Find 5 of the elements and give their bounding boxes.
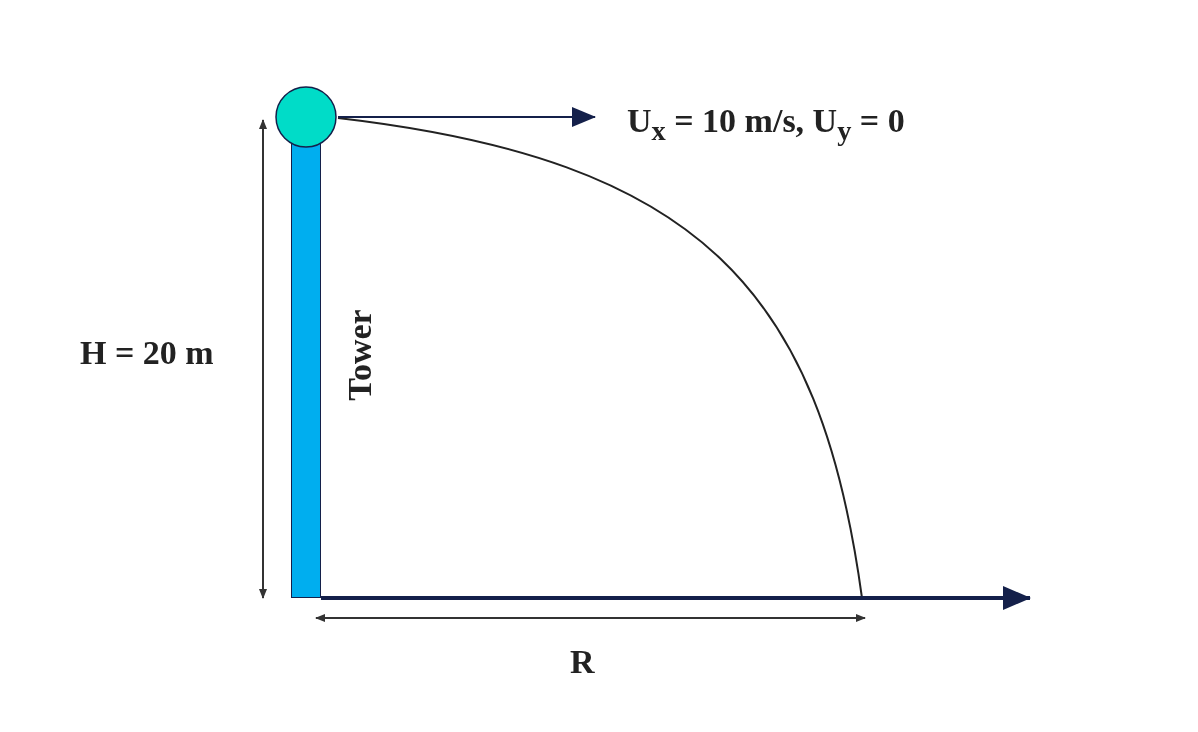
tower-label: Tower — [343, 309, 377, 401]
range-label: R — [570, 645, 595, 679]
ball-circle — [275, 86, 337, 148]
height-label: H = 20 m — [80, 336, 214, 370]
velocity-label: U$_{x}$ = 10 m/s, U$_{y}$ = 0 — [627, 104, 905, 146]
